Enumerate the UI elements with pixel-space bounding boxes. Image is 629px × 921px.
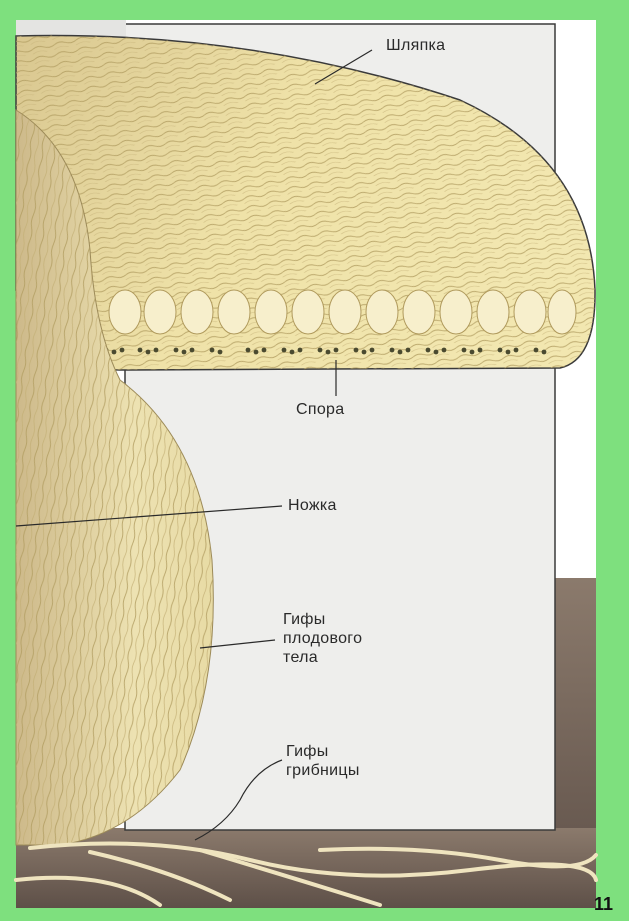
fruiting-body-hyphae-label: Гифы плодового тела	[283, 610, 362, 667]
soil-bottom	[16, 828, 596, 908]
mycelium-hyphae-label: Гифы грибницы	[286, 742, 360, 780]
cap-label: Шляпка	[386, 36, 445, 55]
page-number: 11	[594, 894, 613, 915]
stem-label: Ножка	[288, 496, 337, 515]
spore-label: Спора	[296, 400, 344, 419]
